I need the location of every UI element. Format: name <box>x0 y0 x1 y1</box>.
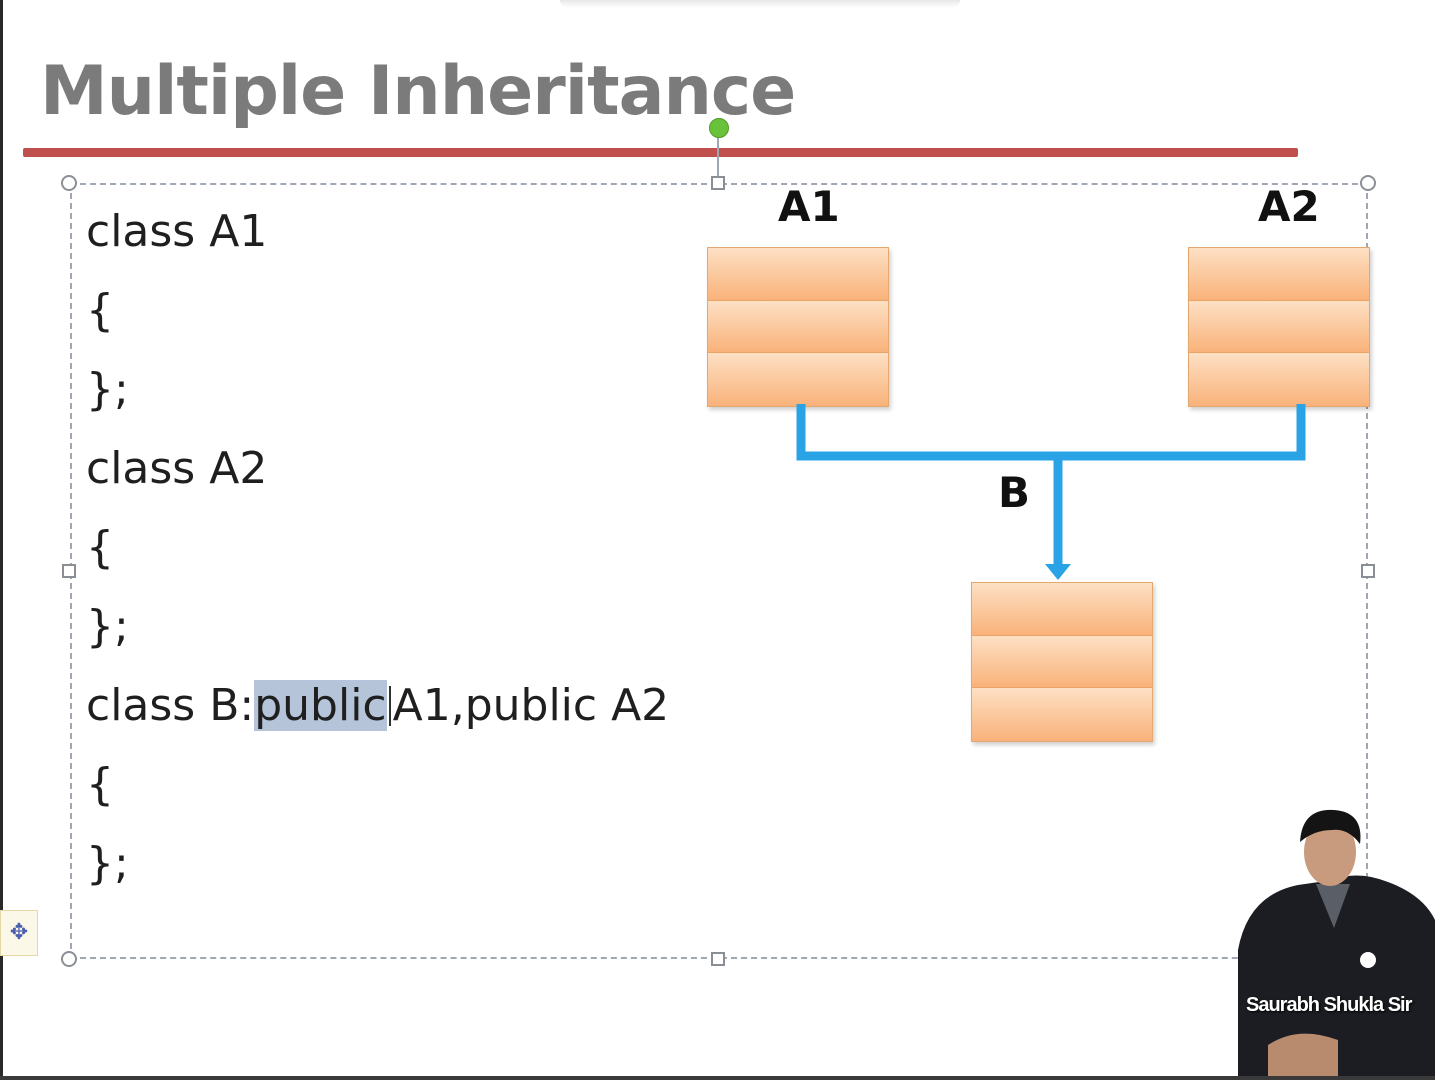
title-underline <box>23 148 1298 157</box>
code-line[interactable]: class A1 <box>86 206 268 257</box>
code-line[interactable]: }; <box>86 838 129 889</box>
class-b-box[interactable] <box>971 582 1153 742</box>
presenter-shirt <box>1316 884 1350 928</box>
class-a1-label: A1 <box>778 182 840 231</box>
text-cursor <box>388 686 391 726</box>
code-text-box[interactable]: class A1 { }; class A2 { }; class B:publ… <box>86 192 669 903</box>
class-a2-box[interactable] <box>1188 247 1370 407</box>
presenter-hands <box>1268 1033 1338 1076</box>
top-shadow <box>560 0 960 8</box>
window-bottom-edge <box>0 1076 1435 1080</box>
move-arrows-icon[interactable]: ✥ <box>0 910 38 956</box>
presenter-badge <box>1360 952 1376 968</box>
arrow-head-icon <box>1045 564 1071 580</box>
class-box-section <box>708 353 888 406</box>
presenter-hair <box>1300 809 1361 844</box>
resize-handle-bottom-left[interactable] <box>61 951 77 967</box>
connector-bracket <box>796 404 1306 461</box>
code-line[interactable]: { <box>86 522 114 573</box>
code-line[interactable]: }; <box>86 364 129 415</box>
window-left-edge <box>0 0 3 1080</box>
class-a2-label: A2 <box>1258 182 1320 231</box>
code-segment: A1,public A2 <box>392 680 670 731</box>
resize-handle-top[interactable] <box>711 176 725 190</box>
code-line[interactable]: }; <box>86 601 129 652</box>
class-box-section <box>708 300 888 354</box>
presenter-body <box>1238 875 1435 1076</box>
class-box-section <box>972 688 1152 741</box>
resize-handle-bottom[interactable] <box>711 952 725 966</box>
presenter-name-caption: Saurabh Shukla Sir <box>1246 994 1412 1016</box>
class-box-section <box>972 583 1152 636</box>
resize-handle-right[interactable] <box>1361 564 1375 578</box>
presenter-face <box>1304 818 1356 886</box>
resize-handle-top-right[interactable] <box>1360 175 1376 191</box>
class-box-section <box>708 248 888 301</box>
code-segment: class B: <box>86 680 255 731</box>
class-box-section <box>1189 300 1369 354</box>
class-box-section <box>1189 353 1369 406</box>
selected-text[interactable]: public <box>254 680 387 731</box>
code-line[interactable]: { <box>86 285 114 336</box>
resize-handle-left[interactable] <box>62 564 76 578</box>
rotate-handle[interactable] <box>709 118 729 138</box>
presenter-video-overlay <box>1238 809 1435 1076</box>
slide-title[interactable]: Multiple Inheritance <box>40 52 796 131</box>
class-b-label: B <box>998 468 1031 517</box>
class-a1-box[interactable] <box>707 247 889 407</box>
class-box-section <box>972 635 1152 689</box>
code-line[interactable]: { <box>86 759 114 810</box>
code-line[interactable]: class A2 <box>86 443 268 494</box>
rotate-handle-stem <box>717 136 719 182</box>
resize-handle-top-left[interactable] <box>61 175 77 191</box>
class-box-section <box>1189 248 1369 301</box>
